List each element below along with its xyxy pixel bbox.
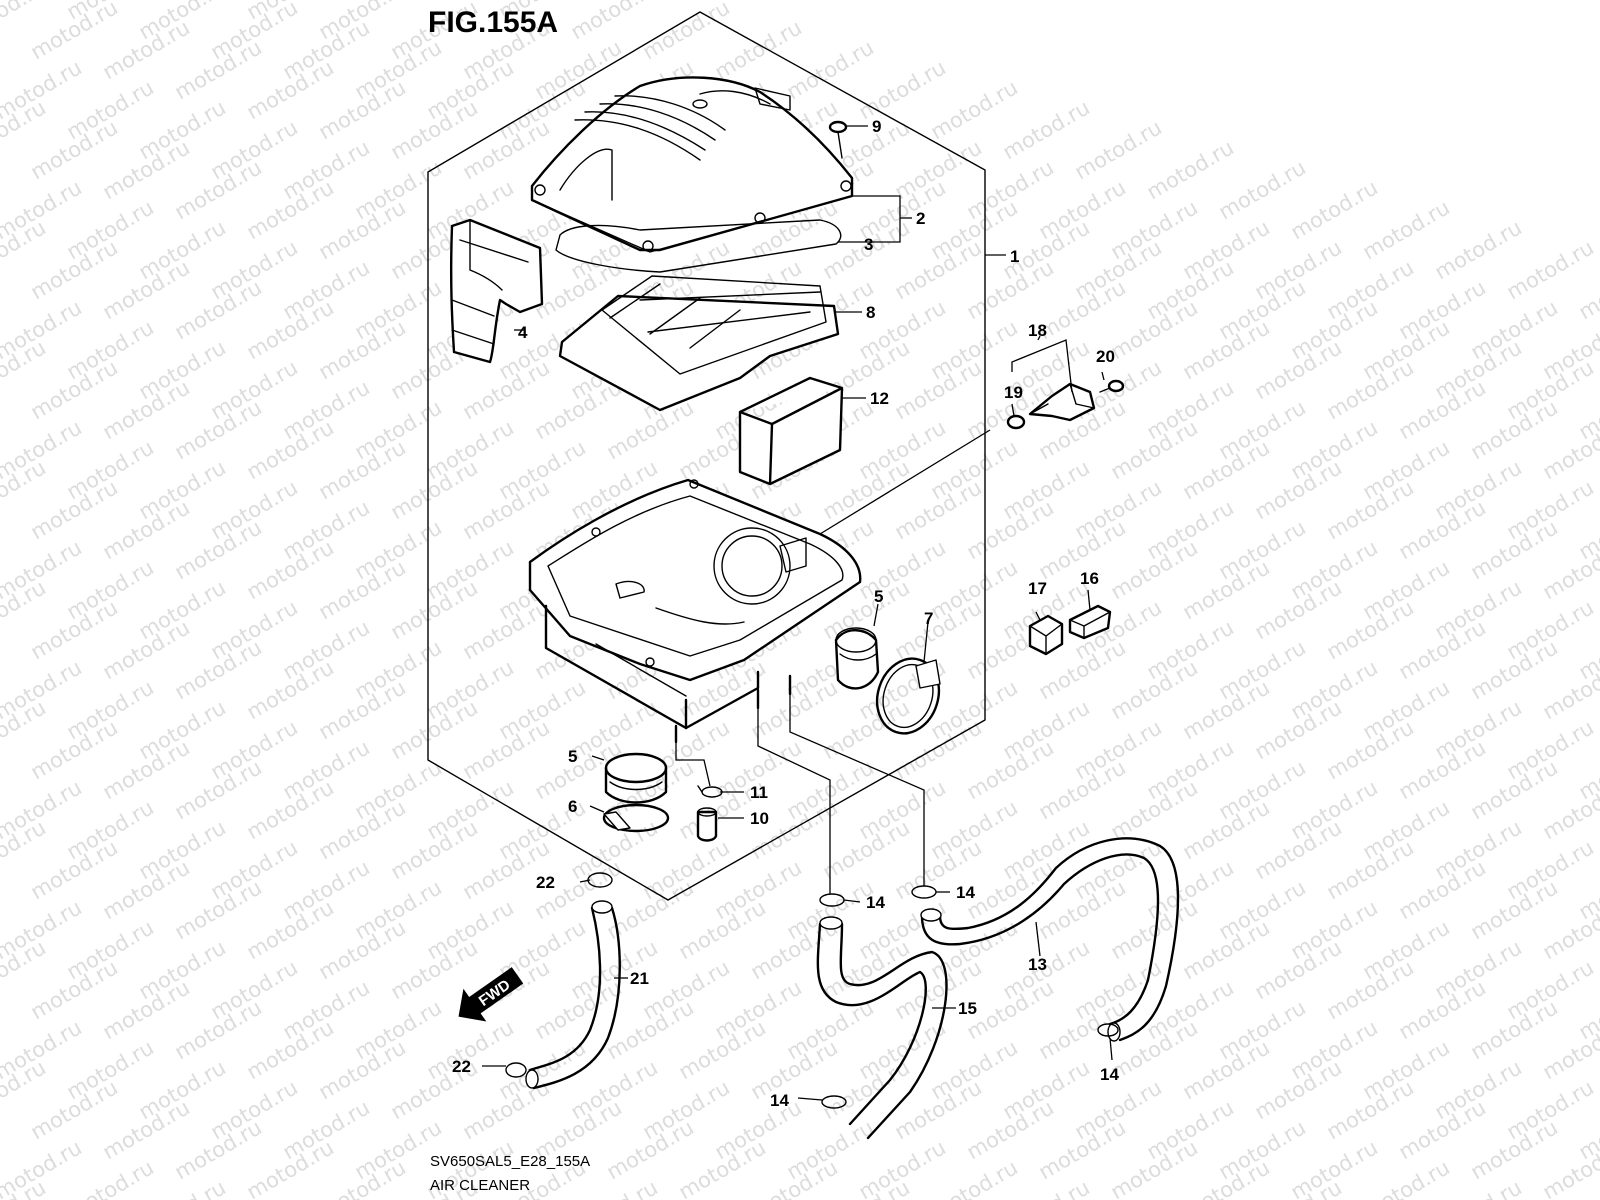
watermark-text: motod.ru — [927, 75, 1022, 144]
callout-6[interactable]: 6 — [568, 797, 577, 816]
joint-5-lower[interactable] — [604, 752, 668, 804]
leader-lines — [482, 125, 1113, 1101]
watermark-text: motod.ru — [1143, 135, 1238, 204]
plug-10[interactable] — [696, 807, 718, 842]
callout-19[interactable]: 19 — [1004, 383, 1023, 402]
hose-21[interactable] — [525, 900, 621, 1090]
callout-labels: 9 2 3 1 4 8 18 20 19 12 17 16 5 7 5 11 6… — [452, 117, 1119, 1110]
air-cleaner-cap[interactable] — [530, 76, 854, 253]
callout-14-a[interactable]: 14 — [866, 893, 885, 912]
callout-16[interactable]: 16 — [1080, 569, 1099, 588]
callout-10[interactable]: 10 — [750, 809, 769, 828]
screw-9[interactable] — [828, 120, 848, 159]
clip-14-c[interactable] — [821, 1095, 847, 1109]
callout-22-lower[interactable]: 22 — [452, 1057, 471, 1076]
callout-8[interactable]: 8 — [866, 303, 875, 322]
callout-7[interactable]: 7 — [924, 609, 933, 628]
watermark-text: motod.ru — [999, 95, 1094, 164]
foam-pad-12[interactable] — [738, 376, 844, 486]
clamp-6[interactable] — [602, 803, 670, 833]
watermark-text: motod.ru — [1215, 155, 1310, 224]
callout-13[interactable]: 13 — [1028, 955, 1047, 974]
callout-9[interactable]: 9 — [872, 117, 881, 136]
callout-18[interactable]: 18 — [1028, 321, 1047, 340]
watermark-text: motod.ru — [1431, 215, 1526, 284]
callout-3[interactable]: 3 — [864, 235, 873, 254]
sensor-16[interactable] — [1068, 604, 1112, 640]
watermark-text: motod.ru — [1359, 195, 1454, 264]
bracket-17[interactable] — [1028, 614, 1064, 656]
intake-duct-4[interactable] — [449, 218, 544, 364]
figure-name: AIR CLEANER — [430, 1177, 530, 1194]
hose-13[interactable] — [920, 837, 1180, 1042]
callout-1[interactable]: 1 — [1010, 247, 1019, 266]
figure-code: SV650SAL5_E28_155A — [430, 1153, 590, 1170]
callout-20[interactable]: 20 — [1096, 347, 1115, 366]
callout-5-upper[interactable]: 5 — [874, 587, 883, 606]
clip-14-d[interactable] — [1097, 1023, 1119, 1037]
air-cleaner-case-1[interactable] — [528, 478, 862, 744]
hose-15[interactable] — [816, 916, 948, 1140]
callout-21[interactable]: 21 — [630, 969, 649, 988]
watermark-text: motod.ru — [639, 0, 734, 64]
screw-20[interactable] — [1099, 379, 1125, 393]
watermark-text: motod.ru — [1503, 235, 1598, 304]
callout-5-lower[interactable]: 5 — [568, 747, 577, 766]
callout-11[interactable]: 11 — [750, 783, 768, 802]
callout-12[interactable]: 12 — [870, 389, 889, 408]
joint-5-upper[interactable] — [834, 627, 880, 690]
clip-22-b[interactable] — [505, 1062, 527, 1078]
callout-14-c[interactable]: 14 — [770, 1091, 789, 1110]
callout-2[interactable]: 2 — [916, 209, 925, 228]
figure-title: FIG.155A — [428, 6, 558, 39]
callout-17[interactable]: 17 — [1028, 579, 1047, 598]
assembly-boundary — [427, 11, 986, 901]
intake-temp-sensor-18[interactable] — [1028, 382, 1096, 422]
callout-22-upper[interactable]: 22 — [536, 873, 555, 892]
callout-4[interactable]: 4 — [518, 323, 528, 342]
callout-14-d[interactable]: 14 — [1100, 1065, 1119, 1084]
watermark-text: motod.ru — [783, 35, 878, 104]
clamp-7[interactable] — [868, 651, 949, 742]
callout-15[interactable]: 15 — [958, 999, 977, 1018]
watermark-text: motod.ru — [855, 55, 950, 124]
o-ring-19[interactable] — [1006, 414, 1026, 430]
filter-element-8[interactable] — [558, 275, 840, 412]
callout-14-b[interactable]: 14 — [956, 883, 975, 902]
watermark-text: motod.ru — [1287, 175, 1382, 244]
watermark-text: motod.ru — [1071, 115, 1166, 184]
seal-3[interactable] — [555, 219, 842, 273]
